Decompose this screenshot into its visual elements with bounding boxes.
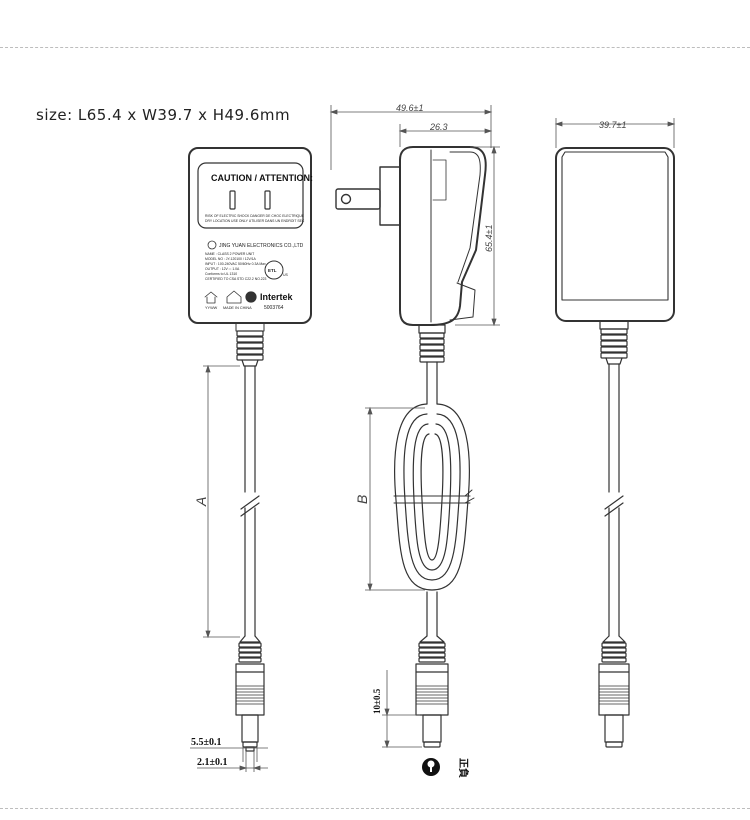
company-name: JING YUAN ELECTRONICS CO.,LTD xyxy=(219,243,304,249)
made-in-china: MADE IN CHINA xyxy=(223,306,252,310)
dim-prong: 26.3 xyxy=(429,122,448,132)
us-mark: US xyxy=(283,273,289,277)
spec-line-3: INPUT : 100-240VAC 50/60Hz 0.3A Max xyxy=(205,262,266,266)
dim-outer-diameter: 5.5±0.1 xyxy=(191,737,222,748)
back-view xyxy=(555,147,675,748)
top-dashed-border xyxy=(0,47,750,48)
etl-mark: ETL xyxy=(268,268,277,273)
front-view xyxy=(188,147,312,752)
bottom-dashed-border xyxy=(0,808,750,809)
polarity-text: 正負 xyxy=(457,758,470,778)
caution-text: CAUTION / ATTENTION: xyxy=(211,173,313,183)
spec-line-6: CERTIFIED TO CSA STD C22.2 NO.223 xyxy=(205,277,267,281)
dimension-lines xyxy=(190,105,676,772)
side-view xyxy=(335,146,487,748)
dim-width: 39.7±1 xyxy=(599,120,626,130)
warning-line-2: DRY LOCATION USE ONLY UTILISER DANS UN E… xyxy=(205,219,305,223)
spec-line-2: MODEL NO : JY-120100 / 12V/1A xyxy=(205,257,257,261)
warning-line-1: RISK OF ELECTRIC SHOCK DANGER DE CHOC EL… xyxy=(205,214,305,218)
intertek-brand: Intertek xyxy=(260,292,294,302)
spec-line-5: Conforms to UL 1310 xyxy=(205,272,237,276)
dim-plug-length: 10±0.5 xyxy=(372,688,382,714)
front-label: CAUTION / ATTENTION: RISK OF ELECTRIC SH… xyxy=(205,173,313,311)
dim-height: 65.4±1 xyxy=(484,225,494,252)
dim-inner-diameter: 2.1±0.1 xyxy=(197,757,228,768)
spec-line-1: NAME : CLASS 2 POWER UNIT xyxy=(205,252,254,256)
polarity-icon xyxy=(422,758,440,776)
intertek-code: 5003764 xyxy=(264,305,284,311)
dim-depth: 49.6±1 xyxy=(396,103,423,113)
spec-line-4: OUTPUT : 12V ⎓ 1.0A xyxy=(205,267,240,271)
date-code: YYWW xyxy=(205,306,218,310)
size-text: size: L65.4 x W39.7 x H49.6mm xyxy=(36,106,291,124)
dim-cable-a: A xyxy=(193,497,209,507)
dim-cable-b: B xyxy=(354,495,370,504)
